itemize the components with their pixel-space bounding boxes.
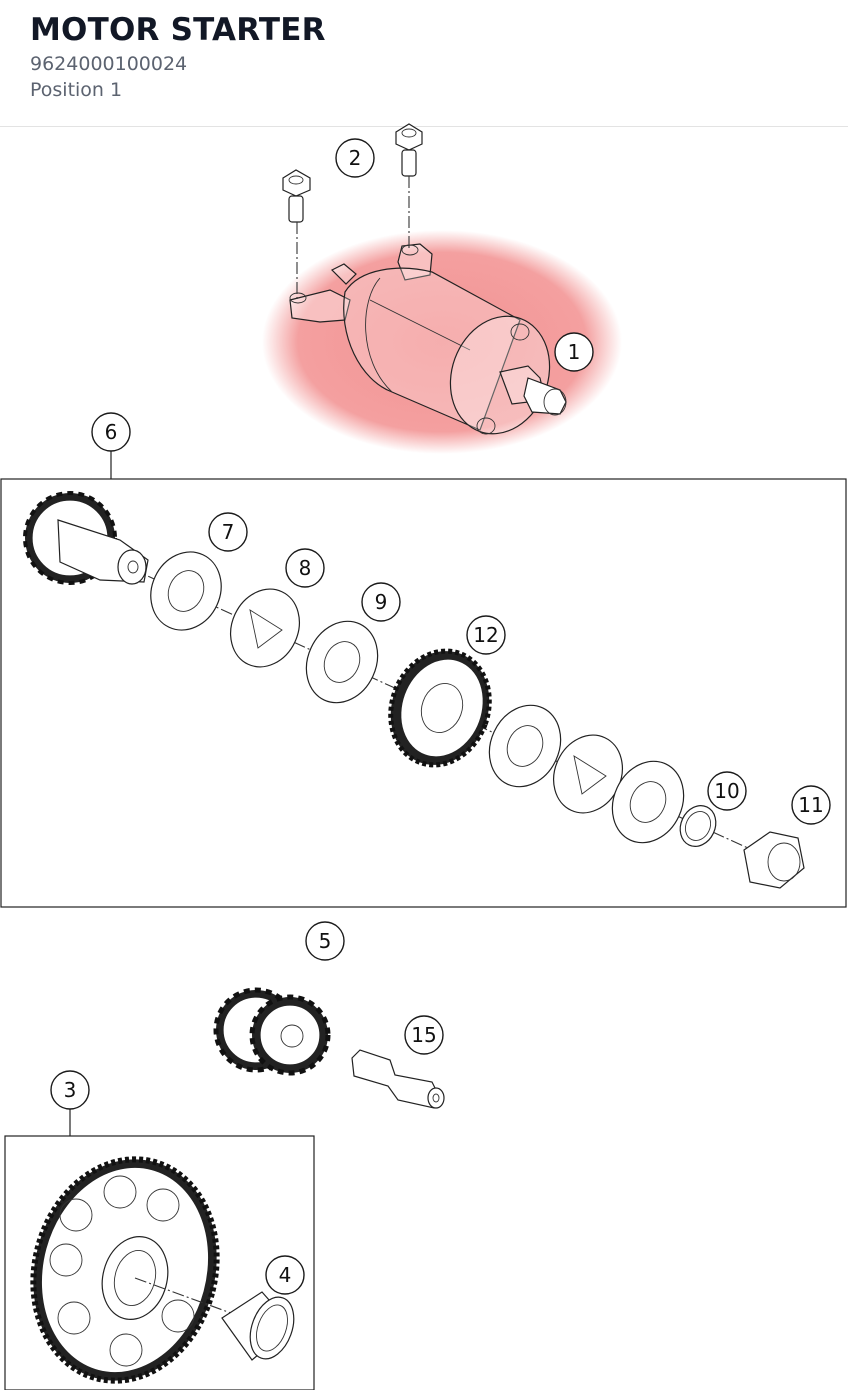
callout-4[interactable]: 4 — [265, 1255, 305, 1295]
svg-text:7: 7 — [222, 520, 235, 544]
position-label: Position 1 — [30, 79, 123, 101]
group-3-box — [4, 1135, 315, 1390]
svg-text:9: 9 — [375, 590, 388, 614]
svg-text:12: 12 — [473, 623, 498, 647]
callout-8[interactable]: 8 — [285, 548, 325, 588]
svg-text:11: 11 — [798, 793, 823, 817]
callout-5[interactable]: 5 — [305, 921, 345, 961]
callout-9[interactable]: 9 — [361, 582, 401, 622]
needle-bearing-4[interactable] — [221, 1291, 302, 1365]
nut-11[interactable] — [743, 831, 805, 889]
starter-gear-3[interactable] — [9, 1139, 241, 1390]
gear-12[interactable] — [375, 637, 505, 779]
svg-text:3: 3 — [64, 1078, 77, 1102]
callout-11[interactable]: 11 — [791, 785, 831, 825]
idler-gear-shaft[interactable] — [23, 491, 149, 585]
callout-6[interactable]: 6 — [91, 412, 131, 452]
shaft-15[interactable] — [351, 1049, 445, 1109]
svg-text:1: 1 — [568, 340, 581, 364]
double-gear-5[interactable] — [213, 987, 331, 1076]
svg-text:15: 15 — [411, 1023, 436, 1047]
svg-text:4: 4 — [279, 1263, 292, 1287]
group-6-box — [0, 478, 847, 908]
svg-text:10: 10 — [714, 779, 739, 803]
callout-2[interactable]: 2 — [335, 138, 375, 178]
washer-9[interactable] — [293, 610, 390, 715]
callout-7[interactable]: 7 — [208, 512, 248, 552]
svg-text:8: 8 — [299, 556, 312, 580]
washer-9b[interactable] — [599, 750, 696, 855]
washer-7b[interactable] — [476, 694, 573, 799]
svg-text:2: 2 — [349, 146, 362, 170]
part-number: 9624000100024 — [30, 53, 188, 75]
callout-1[interactable]: 1 — [554, 332, 594, 372]
callout-15[interactable]: 15 — [404, 1015, 444, 1055]
callout-3[interactable]: 3 — [50, 1070, 90, 1110]
page-header: MOTOR STARTER 9624000100024 Position 1 — [0, 0, 848, 127]
circlip-10[interactable] — [674, 800, 723, 852]
page-title: MOTOR STARTER — [30, 12, 326, 48]
washer-7[interactable] — [138, 540, 233, 641]
washer-8[interactable] — [218, 578, 312, 678]
callout-10[interactable]: 10 — [707, 771, 747, 811]
bolt-right[interactable] — [395, 123, 423, 250]
svg-text:6: 6 — [105, 420, 118, 444]
bolt-left[interactable] — [282, 169, 311, 300]
washer-8b[interactable] — [541, 724, 635, 824]
motor-starter-part[interactable] — [262, 230, 622, 454]
svg-text:5: 5 — [319, 929, 332, 953]
callout-12[interactable]: 12 — [466, 615, 506, 655]
